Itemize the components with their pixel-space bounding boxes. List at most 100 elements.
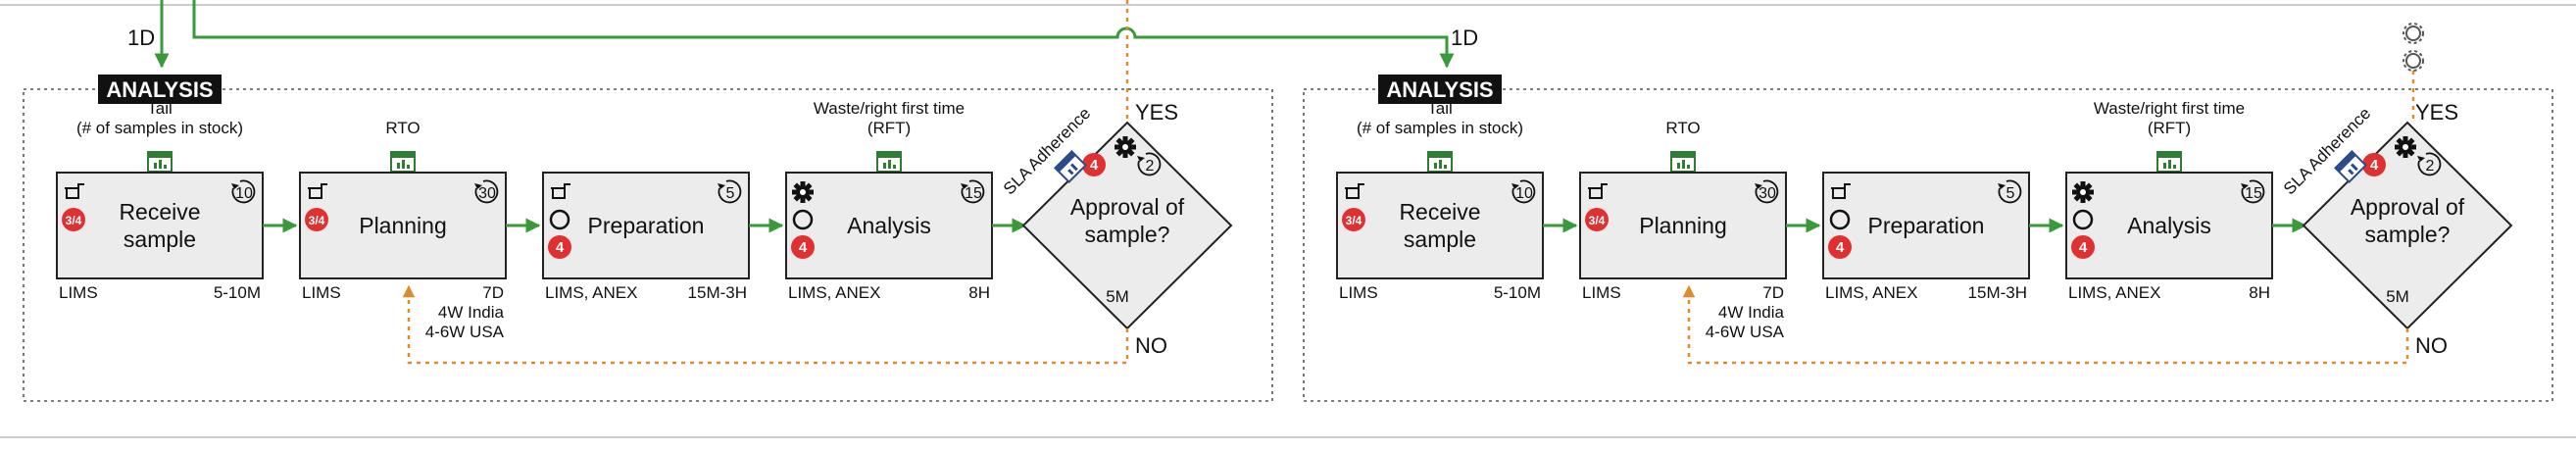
cycle-time-icon: 2 [2417, 152, 2442, 176]
gear-icon [1115, 136, 1136, 158]
cycle-time-value: 10 [235, 185, 253, 202]
top-label-left: 1D [127, 25, 155, 50]
svg-text:4: 4 [799, 239, 808, 256]
cycle-time-icon: 10 [231, 179, 256, 204]
duration-label: 5-10M [1494, 283, 1541, 302]
kpi-label: RTO [385, 119, 420, 137]
process-step[interactable]: Tail(# of samples in stock)Receivesample… [56, 99, 264, 302]
system-label: LIMS [1582, 283, 1621, 302]
gear-icon [2072, 181, 2094, 203]
cycle-time-value: 2 [1146, 158, 1155, 175]
svg-text:4: 4 [556, 239, 565, 256]
cycle-time-icon: 15 [2241, 179, 2265, 204]
system-label: LIMS [59, 283, 98, 302]
hand-pointer-icon [1588, 183, 1608, 199]
duration-note: 4W India [438, 303, 505, 322]
kpi-calendar-icon [390, 151, 416, 173]
system-label: LIMS, ANEX [545, 283, 637, 302]
process-box [1579, 172, 1787, 279]
circle-icon [1829, 209, 1851, 230]
rework-loop-connector [402, 284, 1129, 365]
process-box [785, 172, 993, 279]
duration-label: 8H [968, 283, 990, 302]
hand-pointer-icon [1345, 183, 1364, 199]
process-step[interactable]: Waste/right first time(RFT)Analysis415LI… [785, 99, 993, 302]
kpi-calendar-icon [1427, 151, 1453, 173]
hand-pointer-icon [308, 183, 327, 199]
process-step-label: sample [1404, 226, 1476, 252]
status-badge: 4 [1082, 153, 1106, 176]
decision-yes-label: YES [2415, 100, 2458, 125]
kpi-label: (RFT) [867, 119, 911, 137]
system-label: LIMS, ANEX [1825, 283, 1917, 302]
status-badge: 4 [791, 235, 815, 259]
process-step-label: Analysis [847, 213, 931, 238]
duration-note: 4W India [1718, 303, 1785, 322]
duration-note: 4-6W USA [425, 323, 505, 341]
process-box [299, 172, 507, 279]
process-step-label: Receive [119, 199, 200, 225]
svg-text:4: 4 [2370, 157, 2379, 174]
hand-pointer-icon [551, 183, 570, 199]
status-badge: 3/4 [305, 208, 328, 231]
cycle-time-icon: 5 [1998, 179, 2022, 204]
section-frame [1303, 88, 2553, 402]
kpi-label: Tail [1427, 99, 1453, 118]
circle-icon [2072, 209, 2094, 230]
sla-calendar-icon [2334, 150, 2367, 183]
process-box [1336, 172, 1544, 279]
cycle-time-icon: 30 [474, 179, 499, 204]
gear-icon [2403, 50, 2424, 72]
hand-pointer-icon [65, 183, 84, 199]
cycle-time-value: 5 [726, 185, 735, 202]
kpi-calendar-icon [147, 151, 173, 173]
process-step[interactable]: Tail(# of samples in stock) Receivesample… [1336, 99, 1544, 302]
decision-label: sample? [2365, 222, 2451, 247]
system-label: LIMS, ANEX [788, 283, 880, 302]
duration-label: 7D [482, 283, 504, 302]
cycle-time-icon: 10 [1511, 179, 1536, 204]
cycle-time-value: 30 [1759, 185, 1776, 202]
kpi-calendar-icon [1670, 151, 1696, 173]
rework-loop-connector [1682, 284, 2409, 365]
svg-text:4: 4 [1090, 157, 1099, 174]
decision-no-label: NO [1135, 333, 1167, 358]
process-box [542, 172, 750, 279]
duration-label: 5-10M [214, 283, 261, 302]
section-frame [23, 88, 1273, 402]
svg-text:4: 4 [1836, 239, 1845, 256]
cycle-time-value: 15 [2245, 185, 2262, 202]
sla-calendar-icon [1054, 150, 1087, 183]
process-step-label: Planning [359, 213, 447, 238]
decision-duration: 5M [2386, 287, 2409, 306]
cycle-time-value: 15 [965, 185, 982, 202]
kpi-label: (RFT) [2148, 119, 2191, 137]
cycle-time-value: 30 [478, 185, 496, 202]
decision-no-label: NO [2415, 333, 2448, 358]
process-step-label: sample [124, 226, 196, 252]
process-step[interactable]: Waste/right first time(RFT)Analysis415LI… [2065, 99, 2273, 302]
circle-icon [549, 209, 570, 230]
process-step-label: Preparation [1868, 213, 1985, 238]
duration-label: 7D [1762, 283, 1784, 302]
kpi-label: (# of samples in stock) [1357, 119, 1523, 137]
system-label: LIMS [1339, 283, 1378, 302]
decision-yes-label: YES [1135, 100, 1178, 125]
decision-label: Approval of [2351, 194, 2465, 220]
process-step-label: Planning [1639, 213, 1727, 238]
kpi-calendar-icon [876, 151, 902, 173]
kpi-label: Tail [147, 99, 173, 118]
status-badge: 4 [548, 235, 571, 259]
process-step-label: Receive [1399, 199, 1480, 225]
process-step-label: Preparation [588, 213, 705, 238]
svg-text:ANALYSIS: ANALYSIS [106, 77, 213, 102]
decision-label: sample? [1085, 222, 1170, 247]
cycle-time-value: 2 [2426, 158, 2435, 175]
